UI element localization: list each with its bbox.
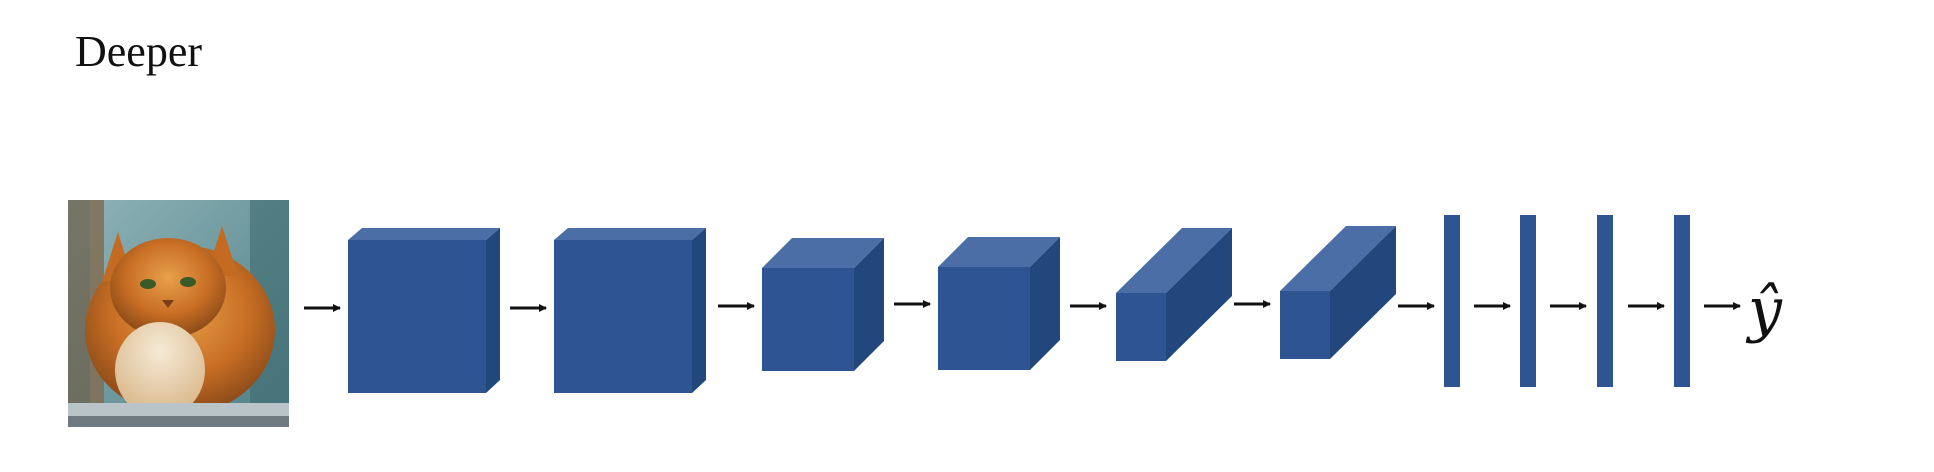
conv-volume-2 xyxy=(554,228,706,393)
dense-layer-4 xyxy=(1674,215,1690,387)
flow-arrows xyxy=(304,300,1741,312)
conv-volume-4 xyxy=(938,237,1060,370)
dense-layer-2 xyxy=(1520,215,1536,387)
dense-layer-1 xyxy=(1444,215,1460,387)
conv-volume-5 xyxy=(1116,228,1232,361)
output-y-hat: ŷ xyxy=(1745,275,1783,345)
conv-volume-3 xyxy=(762,238,884,371)
input-cat-image xyxy=(68,200,289,427)
dense-layer-3 xyxy=(1597,215,1613,387)
conv-volume-1 xyxy=(348,228,500,393)
conv-volume-6 xyxy=(1280,226,1396,359)
slide-title: Deeper xyxy=(75,27,203,76)
